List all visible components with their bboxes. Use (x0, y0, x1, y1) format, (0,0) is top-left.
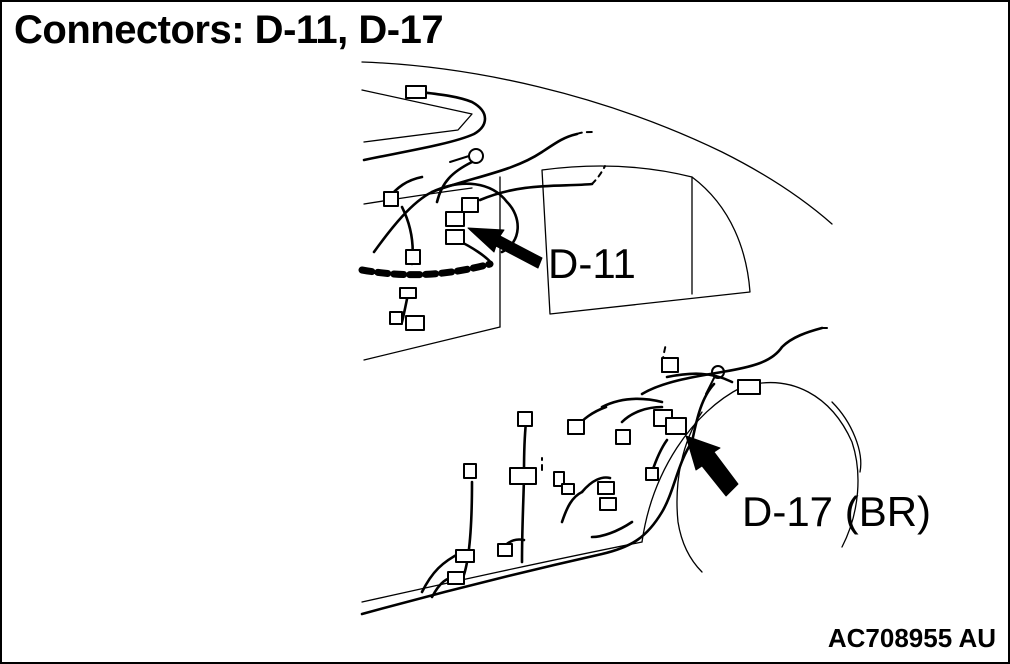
callout-d-11: D-11 (548, 240, 636, 287)
lower-harness (360, 326, 824, 616)
lower-ground-terminal (705, 365, 725, 395)
lower-body-outline (361, 382, 862, 603)
arrow-d17 (685, 435, 739, 497)
callout-d-17: D-17 (BR) (742, 488, 932, 535)
upper-taped-harness (358, 260, 494, 279)
lower-connectors (447, 357, 761, 585)
upper-ground-terminal (449, 148, 484, 164)
upper-harness-dashes (576, 131, 606, 185)
upper-body-outline (361, 61, 833, 361)
arrow-d11 (467, 227, 543, 269)
page-title: Connectors: D-11, D-17 (14, 8, 444, 52)
figure-code: AC708955 AU (827, 623, 996, 653)
upper-connectors (383, 85, 479, 331)
